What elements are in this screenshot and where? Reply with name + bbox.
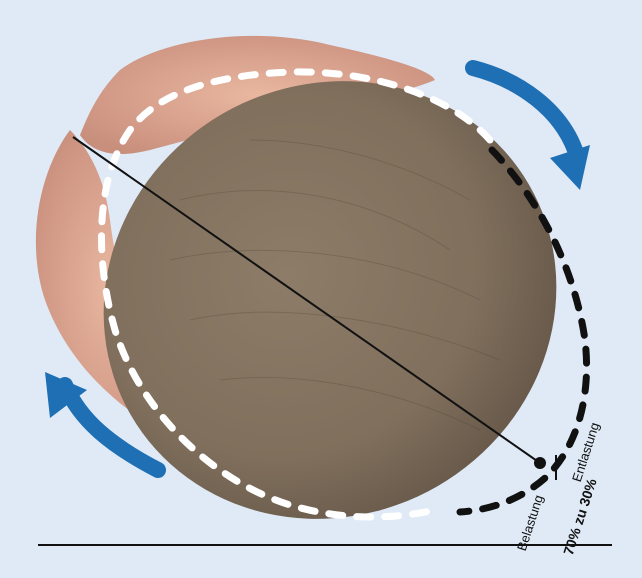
pivot-marker bbox=[534, 457, 546, 469]
